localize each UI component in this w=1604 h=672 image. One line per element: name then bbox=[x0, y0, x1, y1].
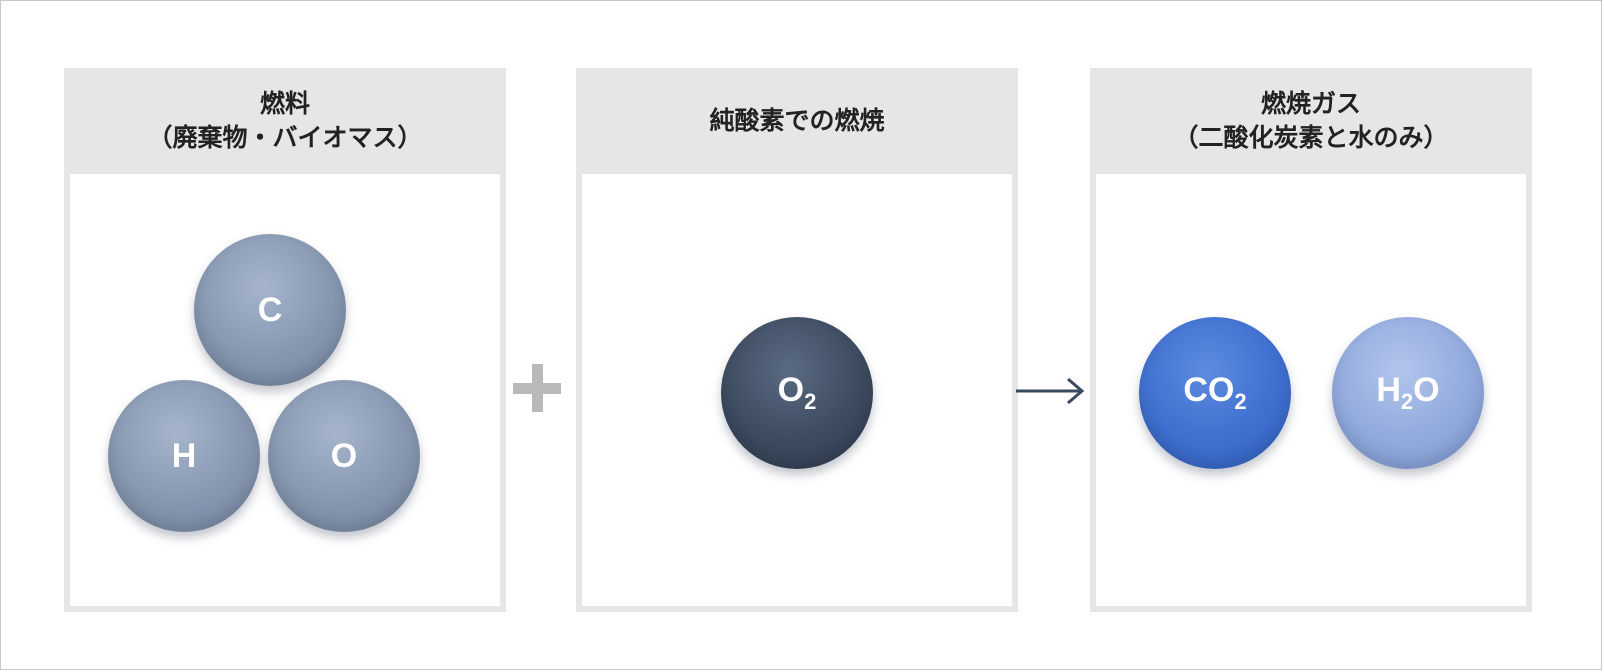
combustion-gas-panel-body: CO2 H2O bbox=[1096, 174, 1526, 606]
oxygen-molecule-label: O2 bbox=[777, 371, 817, 414]
water-molecule: H2O bbox=[1332, 317, 1484, 469]
combustion-gas-panel: 燃焼ガス （二酸化炭素と水のみ） CO2 H2O bbox=[1090, 68, 1532, 612]
oxygen-atom: O bbox=[268, 380, 420, 532]
fuel-panel: 燃料 （廃棄物・バイオマス） C H O bbox=[64, 68, 506, 612]
combustion-gas-panel-title: 燃焼ガス （二酸化炭素と水のみ） bbox=[1173, 89, 1449, 152]
carbon-atom-label: C bbox=[257, 290, 283, 329]
oxygen-panel-title: 純酸素での燃焼 bbox=[709, 106, 885, 135]
hydrogen-atom: H bbox=[108, 380, 260, 532]
carbon-dioxide-label: CO2 bbox=[1183, 371, 1247, 414]
carbon-dioxide-molecule: CO2 bbox=[1139, 317, 1291, 469]
oxygen-panel-body: O2 bbox=[582, 174, 1012, 606]
carbon-atom: C bbox=[194, 234, 346, 386]
oxygen-molecule: O2 bbox=[721, 317, 873, 469]
fuel-panel-title: 燃料 （廃棄物・バイオマス） bbox=[147, 89, 423, 152]
oxygen-atom-label: O bbox=[330, 436, 358, 475]
arrow-right-icon bbox=[1016, 377, 1085, 405]
plus-icon bbox=[513, 364, 561, 412]
oxygen-panel: 純酸素での燃焼 O2 bbox=[576, 68, 1018, 612]
hydrogen-atom-label: H bbox=[171, 436, 197, 475]
fuel-panel-body: C H O bbox=[70, 174, 500, 606]
water-label: H2O bbox=[1376, 371, 1440, 414]
